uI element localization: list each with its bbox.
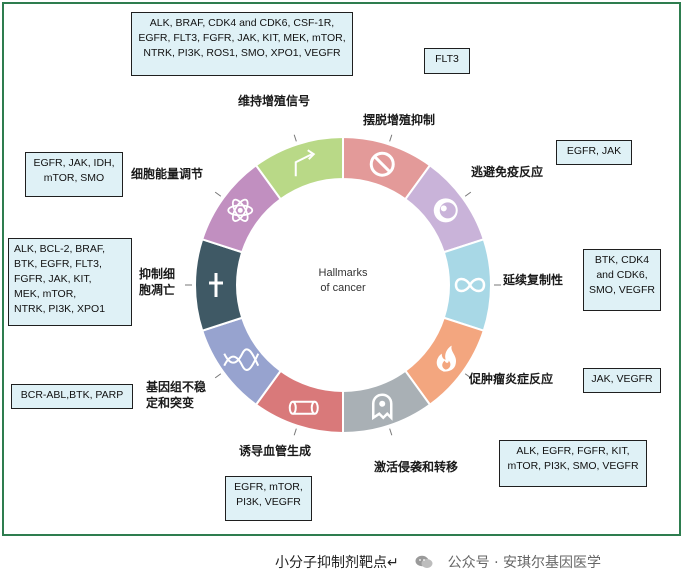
targets-replicative-box: BTK, CDK4 and CDK6, SMO, VEGFR — [583, 249, 661, 311]
targets-sustaining-box: ALK, BRAF, CDK4 and CDK6, CSF-1R, EGFR, … — [131, 12, 353, 76]
label-invasion: 激活侵袭和转移 — [374, 460, 459, 474]
label-genome: 基因组不稳 定和突变 — [146, 380, 207, 410]
tick-deregulating-energetics — [214, 191, 222, 197]
tick-tumor-promoting-inflammation — [464, 373, 472, 379]
targets-angiogenesis-box: EGFR, mTOR, PI3K, VEGFR — [225, 476, 312, 521]
targets-energetics-box: EGFR, JAK, IDH, mTOR, SMO — [25, 152, 123, 197]
tick-invasion-metastasis — [389, 428, 393, 436]
label-replicative: 延续复制性 — [503, 273, 564, 287]
wechat-icon — [415, 555, 433, 568]
label-inflammation: 促肿瘤炎症反应 — [469, 372, 554, 386]
tick-genome-instability — [214, 373, 222, 379]
infinity-icon — [454, 277, 486, 293]
label-energetics: 细胞能量调节 — [131, 167, 204, 181]
tick-angiogenesis — [293, 428, 297, 436]
tick-sustaining-proliferative-signaling — [293, 134, 297, 142]
segment-resisting-cell-death — [194, 238, 244, 332]
label-immune: 逃避免疫反应 — [471, 165, 544, 179]
label-angiogenesis: 诱导血管生成 — [239, 444, 312, 458]
arrow-up-right-icon — [294, 149, 316, 177]
label-sustaining: 维持增殖信号 — [238, 94, 311, 108]
segment-sustaining-proliferative-signaling — [254, 135, 344, 201]
dna-icon — [223, 348, 260, 371]
ghost-cell-icon — [371, 393, 393, 421]
label-growth-suppressors: 摆脱增殖抑制 — [363, 113, 436, 127]
center-label-line2: of cancer — [320, 282, 366, 294]
targets-growth-suppressors-box: FLT3 — [424, 48, 470, 74]
label-cell-death: 抑制细 胞凋亡 — [139, 267, 176, 297]
footer-source: 公众号 · 安琪尔基因医学 — [447, 555, 601, 571]
targets-inflammation-box: JAK, VEGFR — [583, 368, 661, 393]
footer: 小分子抑制剂靶点↵ 公众号 · 安琪尔基因医学 — [275, 555, 601, 571]
targets-genome-box: BCR-ABL,BTK, PARP — [11, 384, 133, 409]
targets-invasion-box: ALK, EGFR, FGFR, KIT, mTOR, PI3K, SMO, V… — [499, 440, 647, 487]
hallmarks-ring: Hallmarks of cancer — [185, 134, 501, 436]
tick-immune-evasion — [464, 191, 472, 197]
tick-evading-growth-suppressors — [389, 134, 393, 142]
vessel-icon — [288, 400, 319, 415]
pacman-cell-icon — [433, 198, 458, 223]
dagger-icon — [209, 273, 223, 297]
atom-icon — [227, 198, 254, 222]
footer-title: 小分子抑制剂靶点 — [275, 555, 387, 571]
prohibition-icon — [369, 151, 395, 177]
flame-icon — [436, 345, 457, 372]
targets-cell-death-box: ALK, BCL-2, BRAF, BTK, EGFR, FLT3, FGFR,… — [8, 238, 132, 326]
center-label-line1: Hallmarks — [319, 267, 368, 279]
targets-immune-box: EGFR, JAK — [556, 140, 632, 165]
